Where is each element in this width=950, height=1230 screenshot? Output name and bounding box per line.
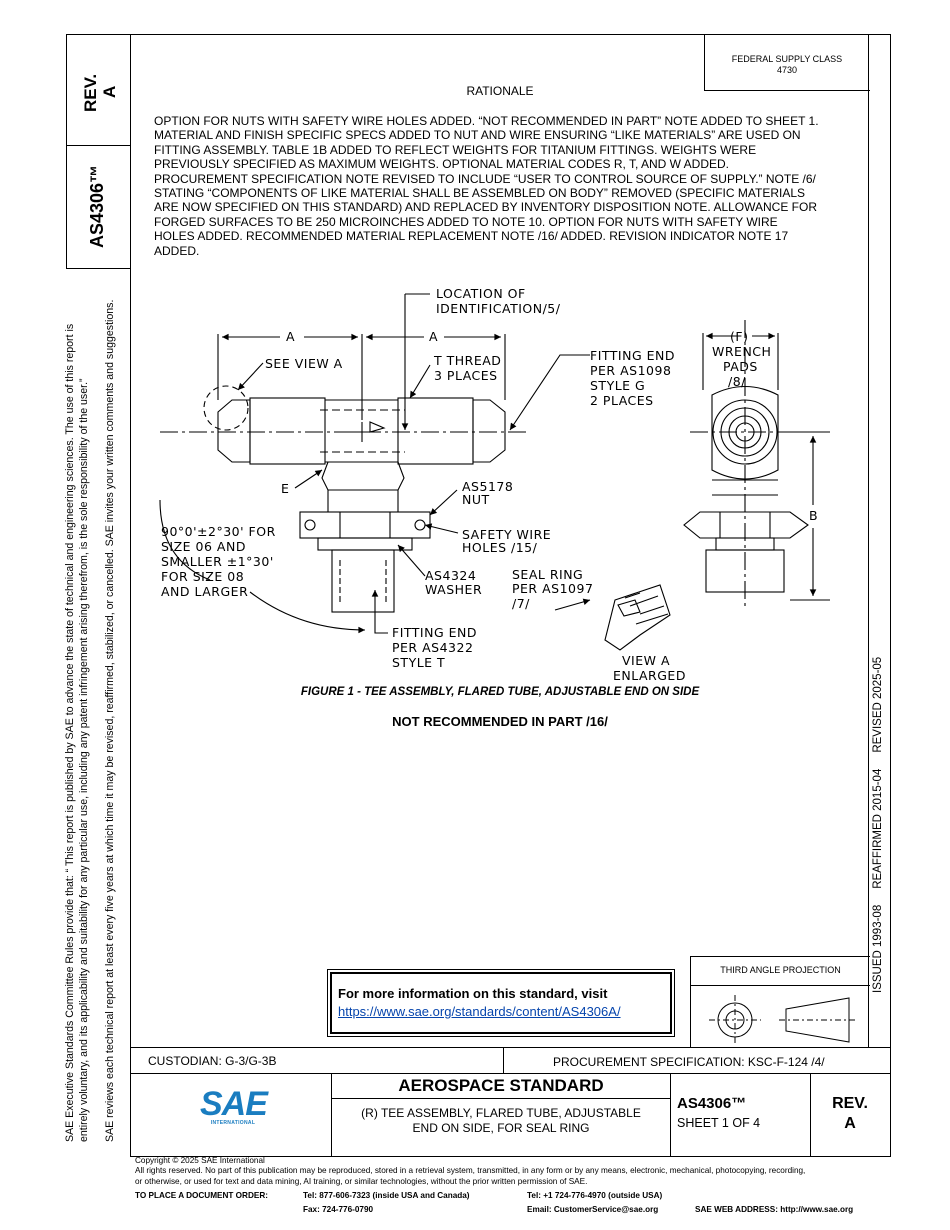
info-box: For more information on this standard, v… bbox=[327, 969, 675, 1037]
rationale-line: PREVIOUSLY SPECIFIED AS MAXIMUM WEIGHTS.… bbox=[154, 157, 729, 172]
rationale-line: ADDED. bbox=[154, 243, 200, 258]
procurement-spec: PROCUREMENT SPECIFICATION: KSC-F-124 /4/ bbox=[553, 1055, 825, 1069]
projection-box: THIRD ANGLE PROJECTION bbox=[690, 956, 870, 1048]
label-angle-4: FOR SIZE 08 bbox=[161, 569, 244, 584]
label-fitting-end-spec: PER AS1098 bbox=[590, 363, 671, 378]
tee-assembly-drawing: LOCATION OF IDENTIFICATION/5/ A A SEE VI… bbox=[159, 286, 830, 683]
frame-outer-right bbox=[890, 34, 891, 1156]
label-fitting-end-2: FITTING END bbox=[392, 625, 477, 640]
revision-history: ISSUED 1993-08 REAFFIRMED 2015-04 REVISE… bbox=[872, 656, 884, 993]
label-nut: NUT bbox=[462, 492, 490, 507]
rev-label: REV. bbox=[832, 1095, 868, 1112]
label-seal-spec: PER AS1097 bbox=[512, 581, 593, 596]
frame-left-box bbox=[66, 34, 67, 269]
rationale-line: FITTING ASSEMBLY. TABLE 1B ADDED TO REFL… bbox=[154, 142, 757, 157]
footer: Copyright © 2025 SAE International All r… bbox=[135, 1156, 935, 1187]
frame-inner-right bbox=[868, 34, 869, 1047]
order-label: TO PLACE A DOCUMENT ORDER: bbox=[135, 1191, 268, 1200]
fsc-box-left bbox=[704, 34, 705, 90]
fax: Fax: 724-776-0790 bbox=[303, 1205, 374, 1214]
label-angle-2: SIZE 06 AND bbox=[161, 539, 246, 554]
frame-number-divider bbox=[66, 268, 131, 269]
label-t-thread-places: 3 PLACES bbox=[434, 368, 498, 383]
rev-value: A bbox=[844, 1115, 856, 1132]
frame-rev-divider bbox=[66, 145, 131, 146]
label-fitting-end-2-spec: PER AS4322 bbox=[392, 640, 473, 655]
document-title: (R) TEE ASSEMBLY, FLARED TUBE, ADJUSTABL… bbox=[331, 1106, 671, 1136]
label-safety-holes: HOLES /15/ bbox=[462, 540, 538, 555]
tel-us: Tel: 877-606-7323 (inside USA and Canada… bbox=[303, 1191, 470, 1200]
label-see-view: SEE VIEW A bbox=[265, 356, 343, 371]
label-enlarged: ENLARGED bbox=[613, 668, 686, 683]
rationale-line: FORGED SURFACES TO BE 250 MICROINCHES AD… bbox=[154, 214, 778, 229]
rationale-line: ARE NOW SPECIFIED ON THIS STANDARD) AND … bbox=[154, 200, 818, 215]
standard-link[interactable]: https://www.sae.org/standards/content/AS… bbox=[338, 1004, 621, 1019]
title-line-2: END ON SIDE, FOR SEAL RING bbox=[412, 1121, 590, 1135]
label-t-thread: T THREAD bbox=[433, 353, 501, 368]
label-fitting-end-places: 2 PLACES bbox=[590, 393, 654, 408]
label-pads: PADS bbox=[723, 359, 758, 374]
sae-logo: SAE INTERNATIONAL bbox=[200, 1085, 268, 1126]
rationale-title: RATIONALE bbox=[466, 84, 534, 98]
label-pads-note: /8/ bbox=[728, 374, 746, 389]
label-safety-wire: SAFETY WIRE bbox=[462, 527, 551, 542]
rationale-line: MATERIAL AND FINISH SPECIFIC SPECS ADDED… bbox=[154, 128, 801, 143]
dimension-a-left: A bbox=[286, 329, 295, 344]
standard-type: AEROSPACE STANDARD bbox=[398, 1076, 604, 1095]
web-address: SAE WEB ADDRESS: http://www.sae.org bbox=[695, 1205, 854, 1214]
sae-logo-sub: INTERNATIONAL bbox=[210, 1120, 256, 1126]
not-recommended-note: NOT RECOMMENDED IN PART /16/ bbox=[392, 714, 608, 729]
label-angle-1: 90°0'±2°30' FOR bbox=[161, 524, 276, 539]
federal-supply-class: FEDERAL SUPPLY CLASS 4730 bbox=[704, 54, 870, 76]
label-identification: IDENTIFICATION/5/ bbox=[436, 301, 561, 316]
sae-logo-mark: SAE bbox=[200, 1085, 268, 1123]
rationale-line: STATING “COMPONENTS OF LIKE MATERIAL SHA… bbox=[154, 186, 806, 201]
projection-symbol-icon bbox=[709, 995, 857, 1045]
frame-inner-left bbox=[130, 34, 131, 1156]
fsc-label: FEDERAL SUPPLY CLASS bbox=[731, 54, 843, 64]
dimension-e: E bbox=[281, 481, 289, 496]
rationale-line: PROCUREMENT SPECIFICATION NOTE REVISED T… bbox=[154, 171, 816, 186]
label-fitting-end-2-style: STYLE T bbox=[392, 655, 445, 670]
dimension-f: (F) bbox=[730, 329, 748, 344]
label-angle-5: AND LARGER bbox=[161, 584, 248, 599]
dimension-a-right: A bbox=[429, 329, 438, 344]
projection-label: THIRD ANGLE PROJECTION bbox=[720, 965, 841, 975]
label-seal-note: /7/ bbox=[512, 596, 530, 611]
label-fitting-end-style: STYLE G bbox=[590, 378, 645, 393]
info-text: For more information on this standard, v… bbox=[338, 986, 608, 1001]
frame-top bbox=[66, 34, 891, 35]
rights-line-1: All rights reserved. No part of this pub… bbox=[135, 1166, 806, 1176]
title-block-doc-number: AS4306™ bbox=[677, 1095, 747, 1112]
label-location: LOCATION OF bbox=[436, 286, 526, 301]
fsc-value: 4730 bbox=[776, 65, 798, 75]
title-line-1: (R) TEE ASSEMBLY, FLARED TUBE, ADJUSTABL… bbox=[361, 1106, 641, 1120]
rationale-body: OPTION FOR NUTS WITH SAFETY WIRE HOLES A… bbox=[154, 114, 864, 258]
rationale-line: HOLES ADDED. RECOMMENDED MATERIAL REPLAC… bbox=[154, 229, 789, 244]
label-angle-3: SMALLER ±1°30' bbox=[161, 554, 274, 569]
label-view-a: VIEW A bbox=[622, 653, 670, 668]
rights-line-2: or otherwise, or used for text and data … bbox=[135, 1176, 588, 1186]
label-fitting-end: FITTING END bbox=[590, 348, 675, 363]
figure-caption: FIGURE 1 - TEE ASSEMBLY, FLARED TUBE, AD… bbox=[300, 686, 700, 698]
rationale-line: OPTION FOR NUTS WITH SAFETY WIRE HOLES A… bbox=[154, 114, 819, 128]
custodian: CUSTODIAN: G-3/G-3B bbox=[148, 1054, 277, 1068]
label-wrench: WRENCH bbox=[712, 344, 771, 359]
title-block-rev: REV. A bbox=[810, 1094, 890, 1134]
fsc-box-bottom bbox=[704, 90, 870, 91]
label-nut-spec: AS5178 bbox=[462, 479, 513, 494]
label-seal-ring: SEAL RING bbox=[512, 567, 583, 582]
label-washer-spec: AS4324 bbox=[425, 568, 476, 583]
tel-intl: Tel: +1 724-776-4970 (outside USA) bbox=[527, 1191, 663, 1200]
email: Email: CustomerService@sae.org bbox=[527, 1205, 659, 1214]
copyright: Copyright © 2025 SAE International bbox=[135, 1156, 265, 1165]
dimension-b: B bbox=[809, 508, 818, 523]
sheet-number: SHEET 1 OF 4 bbox=[677, 1116, 761, 1130]
label-washer: WASHER bbox=[425, 582, 482, 597]
